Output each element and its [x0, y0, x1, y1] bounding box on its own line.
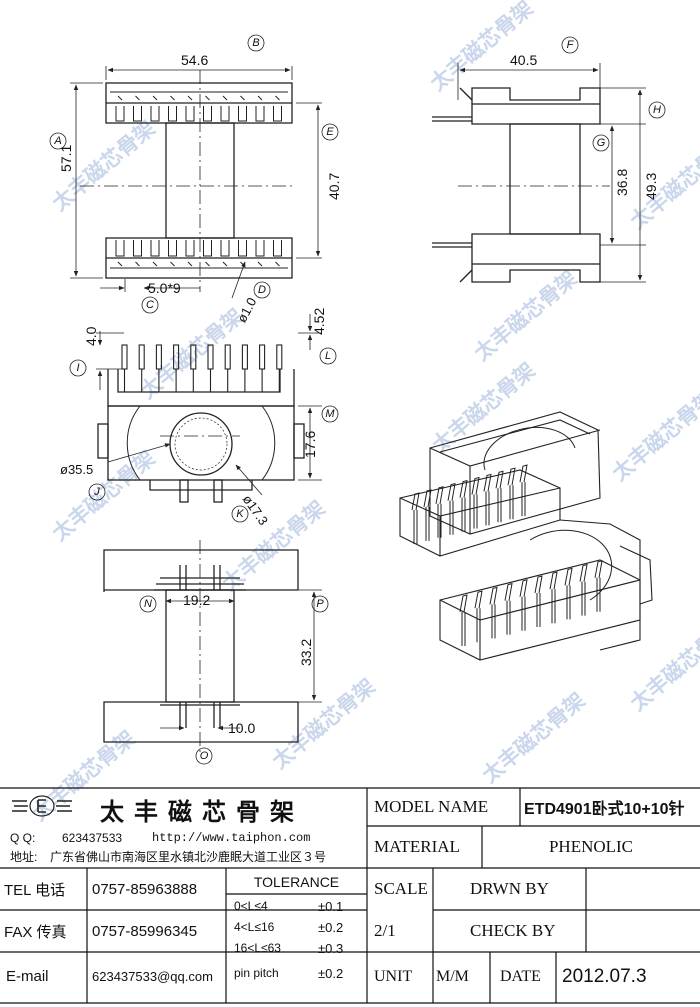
callout-g: G: [596, 137, 606, 149]
drawn-by-label: DRWN BY: [470, 879, 549, 898]
scale-label: SCALE: [374, 879, 428, 898]
company-logo: [12, 795, 72, 817]
bottom-view: [103, 540, 322, 752]
dim-17-6: 17.6: [302, 430, 318, 458]
company-name: 太丰磁芯骨架: [100, 799, 304, 826]
qq-label: Q Q:: [10, 831, 36, 845]
unit-value: M/M: [436, 968, 469, 985]
dim-4-0: 4.0: [83, 326, 99, 346]
dim-19-2: 19.2: [183, 592, 211, 608]
email-value[interactable]: 623437533@qq.com: [92, 968, 213, 984]
tolerance-value: ±0.2: [318, 919, 344, 935]
dim-36-8: 36.8: [614, 168, 630, 196]
tolerance-value: ±0.3: [318, 940, 344, 956]
tel-label: TEL 电话: [4, 881, 66, 899]
callout-h: H: [653, 104, 661, 116]
side-view: [432, 63, 646, 283]
callout-k: K: [236, 508, 244, 520]
tolerance-value: ±0.2: [318, 965, 344, 981]
tolerance-value: ±0.1: [318, 898, 344, 914]
callout-f: F: [566, 39, 574, 51]
title-block-grid: [0, 787, 700, 1004]
top-view: [70, 66, 322, 299]
model-value: ETD4901卧式10+10针: [524, 801, 685, 818]
front-view: [96, 314, 322, 503]
tel-value: 0757-85963888: [92, 880, 198, 898]
dim-d35-5: ø35.5: [60, 462, 94, 477]
callout-c: C: [146, 299, 154, 311]
website-link[interactable]: http://www.taiphon.com: [152, 831, 311, 845]
callout-d: D: [258, 284, 266, 296]
callout-o: O: [199, 750, 209, 762]
address-label: 地址:: [10, 849, 38, 864]
dim-54-6: 54.6: [181, 52, 209, 68]
qq-value: 623437533: [62, 831, 123, 845]
dim-33-2: 33.2: [298, 638, 314, 666]
date-value: 2012.07.3: [562, 966, 647, 987]
dim-40-7: 40.7: [326, 172, 342, 200]
dim-49-3: 49.3: [643, 172, 659, 200]
tolerance-range: 4<L≤16: [234, 920, 275, 934]
model-label: MODEL NAME: [374, 797, 489, 816]
unit-label: UNIT: [374, 968, 413, 985]
date-label: DATE: [500, 968, 541, 985]
callout-m: M: [325, 408, 335, 420]
callout-p: P: [316, 598, 324, 610]
callout-a: A: [54, 135, 62, 147]
tolerance-range: 16<L≤63: [234, 941, 281, 955]
callout-b: B: [252, 37, 260, 49]
isometric-view: [399, 411, 653, 661]
callout-i: I: [76, 362, 80, 374]
callout-n: N: [144, 598, 152, 610]
dim-4-52: 4.52: [311, 307, 327, 335]
check-by-label: CHECK BY: [470, 921, 556, 940]
tolerance-range: pin pitch: [234, 966, 279, 980]
email-label: E-mail: [6, 967, 49, 985]
scale-value: 2/1: [374, 921, 396, 940]
dim-10-0: 10.0: [228, 720, 256, 736]
dim-40-5: 40.5: [510, 52, 538, 68]
callout-j: J: [94, 486, 100, 498]
dim-5-0x9: 5.0*9: [148, 280, 181, 296]
material-label: MATERIAL: [374, 837, 460, 856]
material-value: PHENOLIC: [548, 837, 634, 856]
callout-l: L: [324, 350, 332, 362]
tolerance-title: TOLERANCE: [253, 874, 340, 890]
address: 广东省佛山市南海区里水镇北沙鹿眠大道工业区３号: [50, 849, 327, 864]
fax-label: FAX 传真: [4, 923, 67, 941]
callout-e: E: [326, 126, 334, 138]
fax-value: 0757-85996345: [92, 922, 198, 940]
tolerance-range: 0<L≤4: [234, 899, 268, 913]
